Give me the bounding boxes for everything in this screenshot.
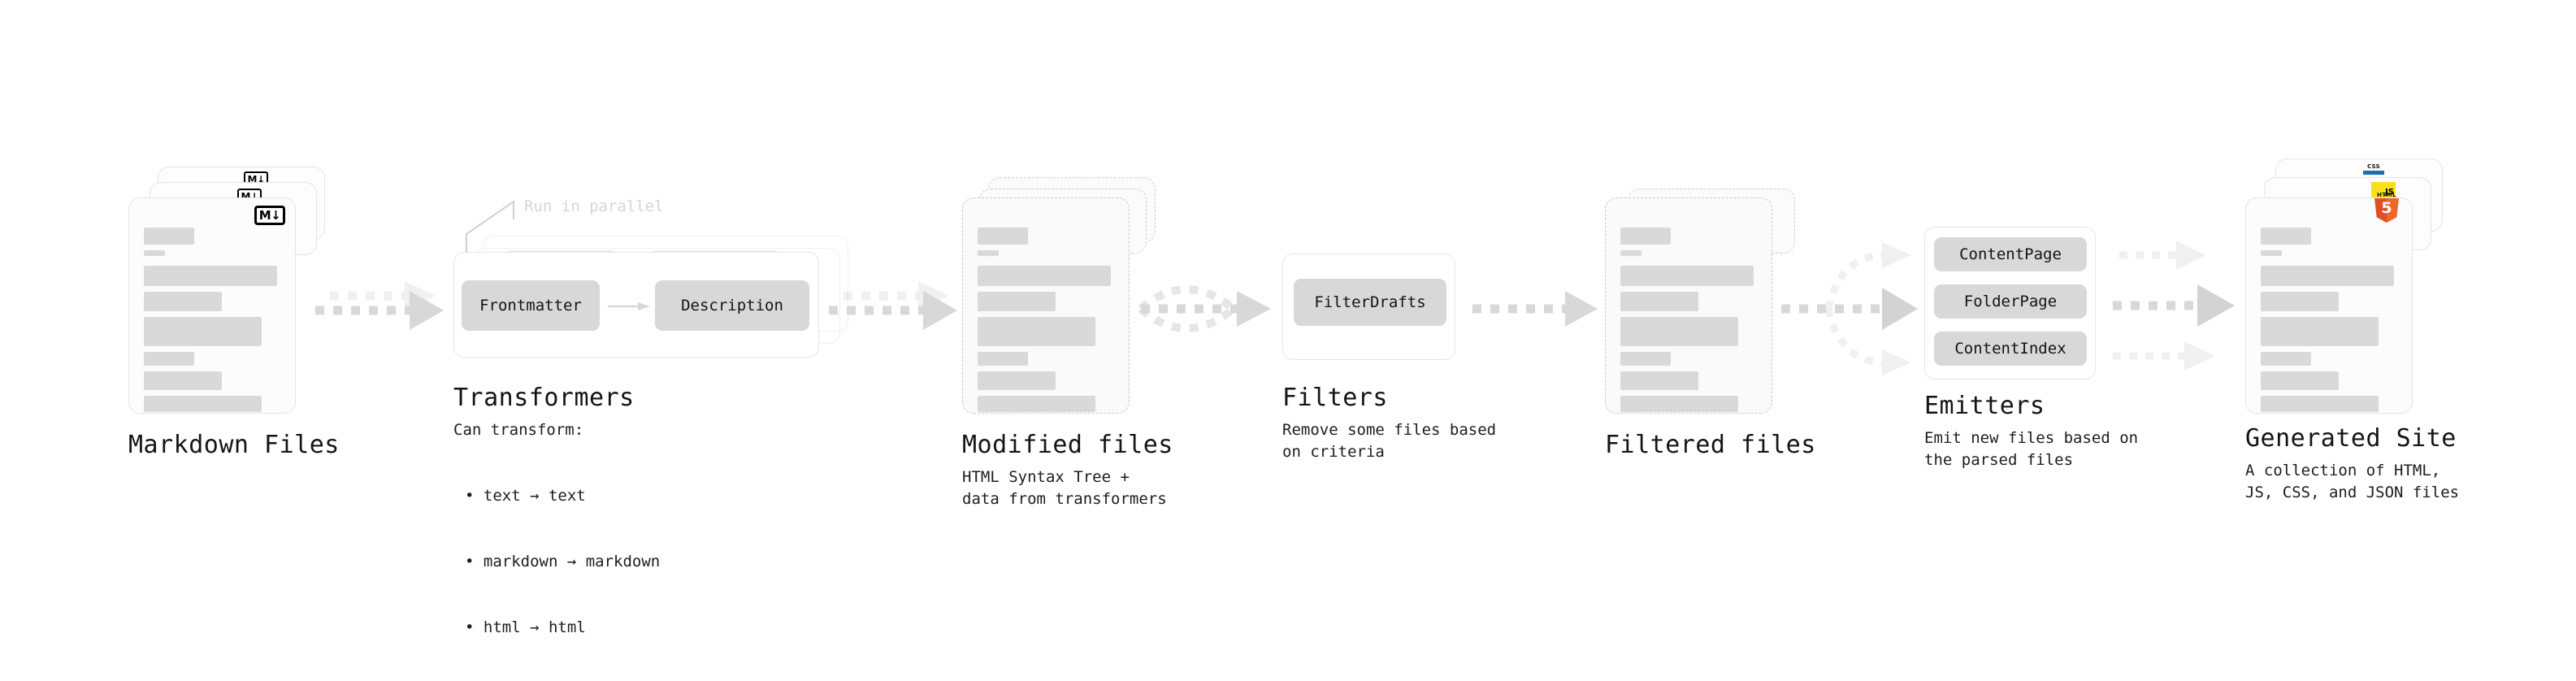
connector-transformers-to-modified (821, 276, 967, 341)
stage-desc-modified-files: HTML Syntax Tree + data from transformer… (962, 468, 1167, 508)
connector-modified-to-filters (1138, 268, 1284, 349)
stage-title-emitters: Emitters (1924, 392, 2045, 420)
chip-folderpage[interactable]: FolderPage (1934, 284, 2087, 319)
bullet-html-html: • html → html (465, 618, 586, 636)
parallel-bracket (463, 195, 561, 254)
skeleton-bars (1620, 228, 1757, 418)
css-icon-bar (2363, 171, 2384, 175)
stage-desc-transformers: Can transform: (453, 421, 584, 439)
html5-icon-shield: 5 (2374, 198, 2399, 223)
html5-icon: HTML 5 (2373, 192, 2400, 223)
stage-desc-filters: Remove some files based on criteria (1282, 421, 1497, 461)
css-icon-label: CSS (2367, 163, 2380, 170)
stage-title-filters: Filters (1282, 384, 1388, 412)
stage-desc-emitters: Emit new files based on the parsed files (1924, 429, 2139, 469)
connector-filters-to-filtered (1472, 283, 1611, 335)
html5-icon-number: 5 (2381, 199, 2392, 217)
chip-contentpage[interactable]: ContentPage (1934, 237, 2087, 271)
stage-title-filtered-files: Filtered files (1605, 431, 1816, 459)
markdown-file-card (128, 197, 296, 414)
transform-arrow (608, 300, 650, 311)
filtered-file-card (1605, 197, 1772, 414)
chip-description[interactable]: Description (655, 280, 809, 331)
connector-filtered-to-emitters (1778, 234, 1941, 384)
stage-title-modified-files: Modified files (962, 431, 1173, 459)
js-icon: JS (2371, 182, 2396, 197)
bullet-text-text: • text → text (465, 487, 586, 505)
connector-emitters-to-site (2111, 229, 2262, 380)
skeleton-bars (144, 228, 280, 418)
css-icon: CSS (2362, 163, 2385, 178)
skeleton-bars (978, 228, 1114, 418)
skeleton-bars (2261, 228, 2397, 418)
chip-frontmatter[interactable]: Frontmatter (462, 280, 600, 331)
bullet-markdown-markdown: • markdown → markdown (465, 553, 661, 570)
chip-contentindex[interactable]: ContentIndex (1934, 332, 2087, 366)
html5-icon-label: HTML (2377, 192, 2396, 198)
stage-title-generated-site: Generated Site (2245, 424, 2457, 453)
chip-filterdrafts[interactable]: FilterDrafts (1294, 279, 1446, 326)
stage-title-markdown-files: Markdown Files (128, 431, 340, 459)
site-file-card (2245, 197, 2413, 414)
transformers-bullets: • text → text • markdown → markdown • ht… (453, 441, 660, 681)
modified-file-card (962, 197, 1130, 414)
connector-markdown-to-transformers (307, 276, 453, 341)
stage-desc-generated-site: A collection of HTML, JS, CSS, and JSON … (2245, 462, 2460, 501)
parallel-label: Run in parallel (524, 197, 664, 215)
markdown-icon: M↓ (254, 206, 285, 225)
stage-title-transformers: Transformers (453, 384, 635, 412)
